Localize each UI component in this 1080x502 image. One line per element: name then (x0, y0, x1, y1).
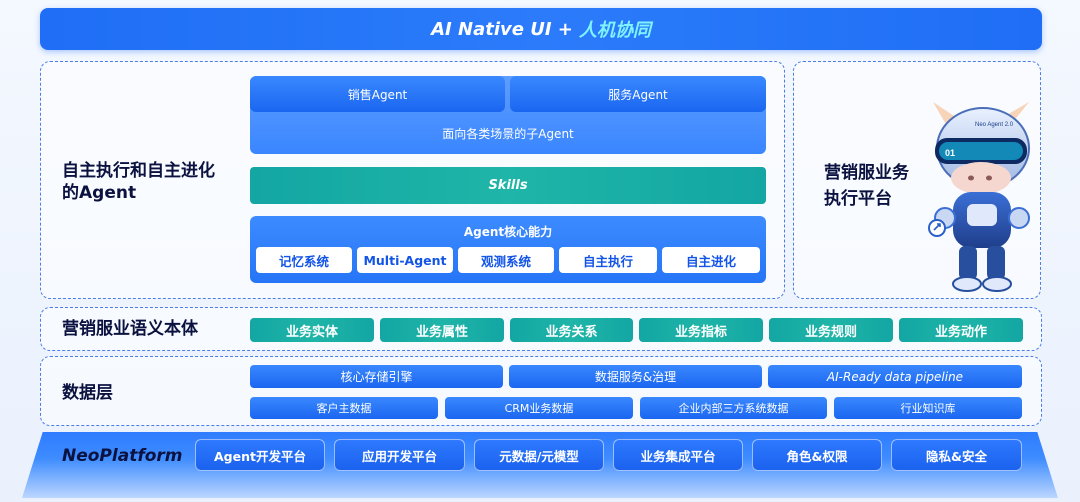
ontology-item-attribute[interactable]: 业务属性 (380, 318, 504, 342)
ontology-item-action[interactable]: 业务动作 (899, 318, 1023, 342)
data-item-knowledge[interactable]: 行业知识库 (834, 397, 1022, 419)
agent-section-label: 自主执行和自主进化 的Agent (62, 160, 215, 204)
ontology-item-metric[interactable]: 业务指标 (639, 318, 763, 342)
data-item-service[interactable]: 数据服务&治理 (509, 365, 762, 388)
platform-item-integration[interactable]: 业务集成平台 (613, 439, 743, 471)
scenario-agent-label: 面向各类场景的子Agent (442, 126, 574, 141)
nostril-left (968, 175, 974, 181)
robot-mascot-illustration: Neo Agent 2.0 01 (928, 102, 1030, 292)
left-boot (952, 276, 982, 292)
robot-badge-text: Neo Agent 2.0 (975, 122, 1014, 128)
right-leg (987, 246, 1005, 280)
data-layer-label: 数据层 (62, 383, 113, 403)
right-boot (982, 276, 1012, 292)
visor-text: 01 (945, 148, 955, 158)
title-bar: AI Native UI + 人机协同 (40, 8, 1042, 50)
chest-plate (967, 204, 997, 226)
core-item-memory[interactable]: 记忆系统 (256, 247, 352, 273)
platform-item-metadata[interactable]: 元数据/元模型 (474, 439, 604, 471)
core-title: Agent核心能力 (463, 224, 553, 239)
agent-label-line1: 自主执行和自主进化 (62, 161, 215, 181)
platform-item-roles[interactable]: 角色&权限 (752, 439, 882, 471)
ontology-label: 营销服业语义本体 (62, 319, 198, 339)
platform-item-app-dev[interactable]: 应用开发平台 (334, 439, 465, 471)
exec-label-line1: 营销服业务 (824, 163, 909, 183)
data-item-crm[interactable]: CRM业务数据 (445, 397, 633, 419)
data-item-storage[interactable]: 核心存储引擎 (250, 365, 503, 388)
core-item-observe[interactable]: 观测系统 (458, 247, 554, 273)
title-main: AI Native UI + (431, 18, 573, 40)
execution-platform-label: 营销服业务 执行平台 (824, 160, 909, 212)
agent-label-line2: 的Agent (62, 183, 137, 203)
ontology-item-rule[interactable]: 业务规则 (769, 318, 893, 342)
data-item-customer[interactable]: 客户主数据 (250, 397, 438, 419)
left-leg (959, 246, 977, 280)
service-agent-box[interactable]: 服务Agent (510, 76, 766, 112)
data-item-pipeline[interactable]: AI-Ready data pipeline (768, 365, 1022, 388)
visor-glow (939, 142, 1023, 160)
core-item-multi-agent[interactable]: Multi-Agent (357, 247, 453, 273)
agents-panel: 销售Agent 服务Agent 面向各类场景的子Agent (250, 76, 766, 154)
sales-agent-box[interactable]: 销售Agent (250, 76, 505, 112)
snout (951, 162, 1011, 194)
title-highlight: 人机协同 (578, 20, 651, 41)
skills-bar[interactable]: Skills (250, 167, 766, 204)
nostril-right (986, 175, 992, 181)
core-item-execute[interactable]: 自主执行 (559, 247, 657, 273)
platform-label: NeoPlatform (62, 446, 183, 466)
exec-label-line2: 执行平台 (824, 189, 892, 209)
data-item-thirdparty[interactable]: 企业内部三方系统数据 (640, 397, 827, 419)
core-item-evolve[interactable]: 自主进化 (662, 247, 760, 273)
agent-core-panel: Agent核心能力 记忆系统 Multi-Agent 观测系统 自主执行 自主进… (250, 216, 766, 283)
right-arm (1008, 207, 1030, 229)
ontology-item-entity[interactable]: 业务实体 (250, 318, 374, 342)
platform-item-privacy[interactable]: 隐私&安全 (891, 439, 1022, 471)
platform-item-agent-dev[interactable]: Agent开发平台 (195, 439, 325, 471)
ontology-item-relation[interactable]: 业务关系 (510, 318, 633, 342)
